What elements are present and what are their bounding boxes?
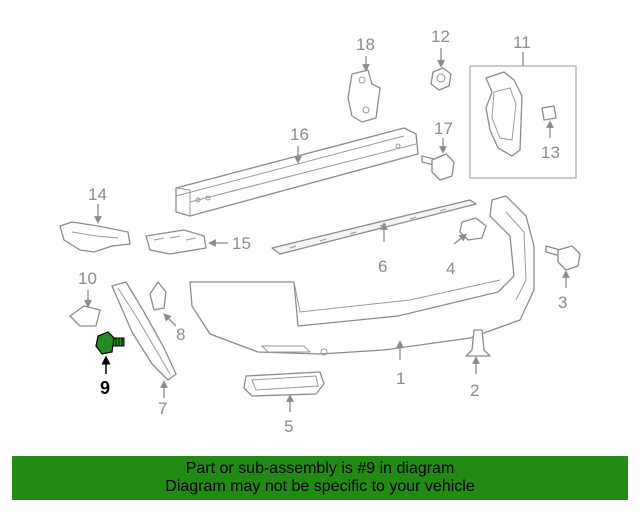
part-8-bracket[interactable]: 8	[149, 281, 185, 344]
label-14: 14	[88, 185, 107, 204]
part-5-reflector[interactable]: 5	[243, 371, 325, 436]
part-7-mudguard[interactable]: 7	[111, 281, 177, 418]
part-9-screw-highlighted[interactable]: 9	[95, 331, 125, 398]
label-12: 12	[431, 27, 450, 46]
label-15: 15	[232, 234, 251, 253]
part-3-bolt[interactable]: 3	[545, 245, 581, 312]
label-8: 8	[176, 325, 185, 344]
label-9: 9	[100, 378, 110, 398]
parts-diagram: 18 12 11 13 17 16	[59, 27, 581, 436]
part-1-bumper-cover[interactable]: 1	[189, 195, 535, 388]
label-3: 3	[558, 293, 567, 312]
label-7: 7	[158, 399, 167, 418]
part-14-bracket[interactable]: 14	[59, 185, 131, 253]
part-6-moulding[interactable]: 6	[271, 199, 477, 276]
label-10: 10	[78, 269, 97, 288]
part-15-retainer[interactable]: 15	[145, 229, 251, 255]
part-16-reinforcement[interactable]: 16	[175, 125, 419, 217]
label-16: 16	[290, 125, 309, 144]
label-2: 2	[470, 381, 479, 400]
label-4: 4	[446, 259, 455, 278]
notice-banner: Part or sub-assembly is #9 in diagram Di…	[12, 456, 628, 500]
label-17: 17	[434, 119, 453, 138]
label-1: 1	[396, 369, 405, 388]
part-2-pin[interactable]: 2	[465, 329, 491, 400]
part-10-pad[interactable]: 10	[69, 269, 101, 327]
label-5: 5	[284, 417, 293, 436]
part-4-clip[interactable]: 4	[446, 217, 487, 278]
banner-line-2: Diagram may not be specific to your vehi…	[165, 478, 475, 495]
part-13-clip[interactable]: 13	[541, 105, 560, 162]
label-18: 18	[356, 35, 375, 54]
part-12-nut[interactable]: 12	[430, 27, 452, 91]
part-11-assembly[interactable]: 11 13	[469, 33, 577, 179]
part-17-bolt[interactable]: 17	[421, 119, 455, 181]
label-6: 6	[378, 257, 387, 276]
banner-line-1: Part or sub-assembly is #9 in diagram	[185, 460, 455, 477]
label-11: 11	[513, 33, 531, 52]
part-18-bracket[interactable]: 18	[347, 35, 381, 123]
label-13: 13	[541, 143, 560, 162]
